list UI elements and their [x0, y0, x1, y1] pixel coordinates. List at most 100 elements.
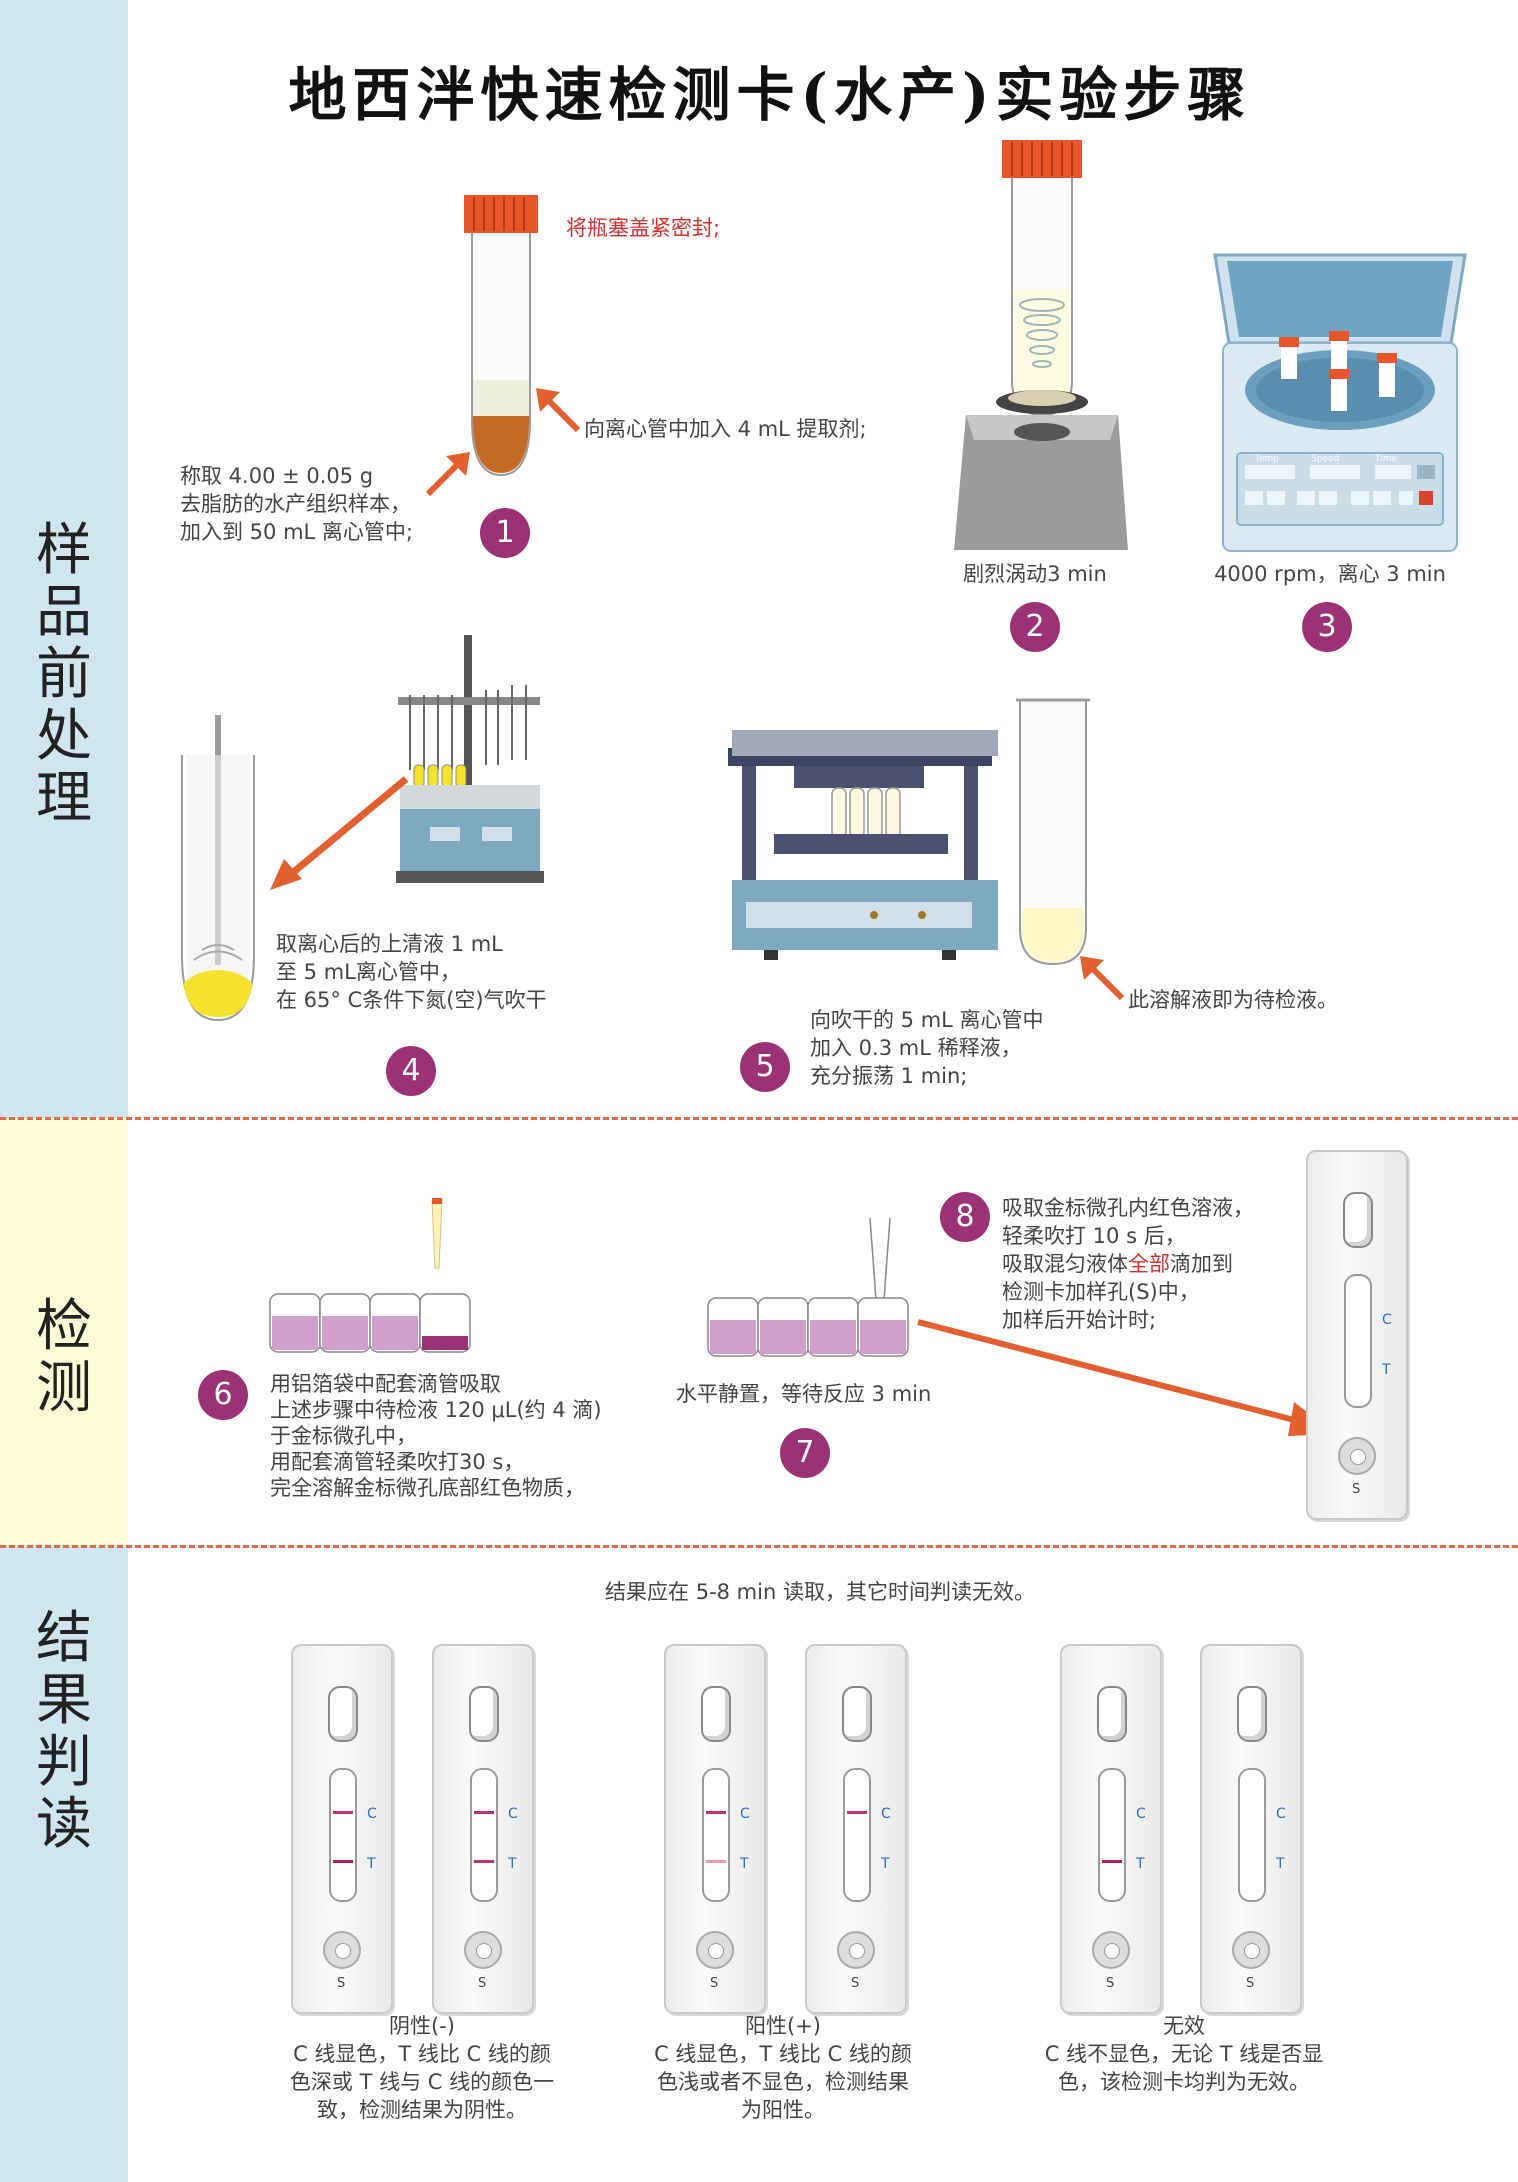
step8-line-3b: 全部: [1128, 1252, 1170, 1276]
card-label-t: T: [508, 1856, 517, 1872]
control-line: [847, 1811, 867, 1814]
band-pretreatment: [0, 0, 128, 1118]
sample-well-icon: [323, 1931, 361, 1969]
card-label-c: C: [1136, 1806, 1146, 1822]
arrow-icon: [1080, 956, 1125, 1001]
control-line: [474, 1811, 494, 1814]
card-label-t: T: [1382, 1362, 1391, 1378]
results-timing-note: 结果应在 5-8 min 读取，其它时间判读无效。: [605, 1580, 1035, 1604]
result-invalid-line-2: 色，该检测卡均判为无效。: [1058, 2070, 1310, 2094]
test-line: [1102, 1860, 1122, 1863]
step3-caption: 4000 rpm，离心 3 min: [1214, 562, 1446, 586]
arrow-icon: [917, 1319, 1336, 1436]
band-results: [0, 1546, 128, 2182]
arrow-icon: [536, 388, 581, 433]
dissolved-sample-tube-illustration: [1016, 698, 1090, 966]
result-negative-line-2: 色深或 T 线与 C 线的颜色一: [289, 2070, 555, 2094]
arrow-icon: [425, 452, 470, 497]
nitrogen-evaporator-illustration: [396, 635, 544, 883]
step5-note: 此溶解液即为待检液。: [1128, 988, 1338, 1012]
panel-label-time: Time: [1374, 454, 1397, 464]
page-title: 地西泮快速检测卡(水产)实验步骤: [288, 61, 1252, 129]
card-handle-slot: [1343, 1192, 1373, 1248]
card-label-c: C: [740, 1806, 750, 1822]
card-label-c: C: [1276, 1806, 1286, 1822]
step5-line-2: 加入 0.3 mL 稀释液，: [810, 1036, 1022, 1060]
card-result-window: [1344, 1274, 1372, 1408]
card-handle-slot: [469, 1686, 499, 1742]
card-label-s: S: [1106, 1976, 1115, 1991]
test-line: [474, 1860, 494, 1863]
test-card-sample: C T S: [1306, 1150, 1408, 1520]
step1-add-note: 向离心管中加入 4 mL 提取剂;: [584, 417, 867, 441]
card-result-window: [843, 1768, 871, 1902]
step-number-4: 4: [386, 1046, 436, 1096]
microwell-strip-with-dropper-illustration: [269, 1198, 471, 1353]
card-label-s: S: [1246, 1976, 1255, 1991]
step1-weigh-line-2: 去脂肪的水产组织样本，: [180, 492, 411, 516]
sample-well-icon: [1092, 1931, 1130, 1969]
sample-well-icon: [464, 1931, 502, 1969]
result-invalid-title: 无效: [1163, 2014, 1205, 2038]
card-label-t: T: [740, 1856, 749, 1872]
step6-line-4: 用配套滴管轻柔吹打30 s，: [270, 1450, 525, 1474]
sample-well-icon: [696, 1931, 734, 1969]
step8-line-1: 吸取金标微孔内红色溶液，: [1002, 1196, 1254, 1220]
band-detection: [0, 1118, 128, 1546]
sample-well-icon: [1338, 1437, 1376, 1475]
card-handle-slot: [1097, 1686, 1127, 1742]
card-label-t: T: [1276, 1856, 1285, 1872]
test-card-negative-2: C T S: [432, 1644, 534, 2014]
vortex-mixer-illustration: [954, 140, 1128, 550]
step8-line-3: 吸取混匀液体全部滴加到: [1002, 1250, 1233, 1278]
test-card-invalid-2: C T S: [1200, 1644, 1302, 2014]
step6-line-2: 上述步骤中待检液 120 μL(约 4 滴): [270, 1398, 602, 1422]
step7-caption: 水平静置，等待反应 3 min: [676, 1382, 932, 1406]
step-number-3: 3: [1302, 602, 1352, 652]
step-number-5: 5: [740, 1042, 790, 1092]
step6-line-3: 于金标微孔中，: [270, 1424, 417, 1448]
card-label-c: C: [881, 1806, 891, 1822]
result-positive-title: 阳性(+): [745, 2014, 821, 2038]
panel-label-speed: Speed: [1311, 454, 1339, 464]
step5-line-3: 充分振荡 1 min;: [810, 1064, 968, 1088]
step1-weigh-line-1: 称取 4.00 ± 0.05 g: [180, 464, 374, 488]
step6-line-5: 完全溶解金标微孔底部红色物质，: [270, 1476, 585, 1500]
control-line: [333, 1811, 353, 1814]
step8-line-2: 轻柔吹打 10 s 后，: [1002, 1224, 1186, 1248]
card-label-c: C: [367, 1806, 377, 1822]
result-positive-line-2: 色浅或者不显色，检测结果: [657, 2070, 909, 2094]
card-handle-slot: [328, 1686, 358, 1742]
section-label-results: 结果判读: [36, 1606, 92, 1857]
card-label-c: C: [1382, 1312, 1392, 1328]
card-handle-slot: [701, 1686, 731, 1742]
card-result-window: [470, 1768, 498, 1902]
step-number-8: 8: [940, 1192, 990, 1242]
centrifuge-illustration: Temp Speed Time: [1213, 253, 1467, 552]
step-number-1: 1: [480, 508, 530, 558]
small-tube-illustration: [181, 715, 255, 1022]
test-card-positive-1: C T S: [664, 1644, 766, 2014]
test-card-invalid-1: C T S: [1060, 1644, 1162, 2014]
section-label-detection: 检测: [36, 1294, 92, 1421]
step4-line-1: 取离心后的上清液 1 mL: [276, 932, 503, 956]
control-line: [706, 1811, 726, 1814]
result-negative-line-1: C 线显色，T 线比 C 线的颜: [293, 2042, 551, 2066]
step-number-7: 7: [780, 1428, 830, 1478]
centrifuge-tube-illustration: [464, 195, 538, 477]
step-number-6: 6: [198, 1370, 248, 1420]
step8-line-3a: 吸取混匀液体: [1002, 1252, 1128, 1276]
card-handle-slot: [1237, 1686, 1267, 1742]
test-line: [706, 1860, 726, 1863]
test-line: [333, 1860, 353, 1863]
card-result-window: [702, 1768, 730, 1902]
result-positive-line-3: 为阳性。: [741, 2098, 825, 2122]
card-label-t: T: [1136, 1856, 1145, 1872]
sample-well-icon: [837, 1931, 875, 1969]
shaker-illustration: [728, 730, 998, 960]
card-label-s: S: [710, 1976, 719, 1991]
step4-line-2: 至 5 mL离心管中，: [276, 960, 461, 984]
step6-line-1: 用铝箔袋中配套滴管吸取: [270, 1372, 501, 1396]
step1-weigh-line-3: 加入到 50 mL 离心管中;: [180, 520, 413, 544]
card-label-s: S: [851, 1976, 860, 1991]
